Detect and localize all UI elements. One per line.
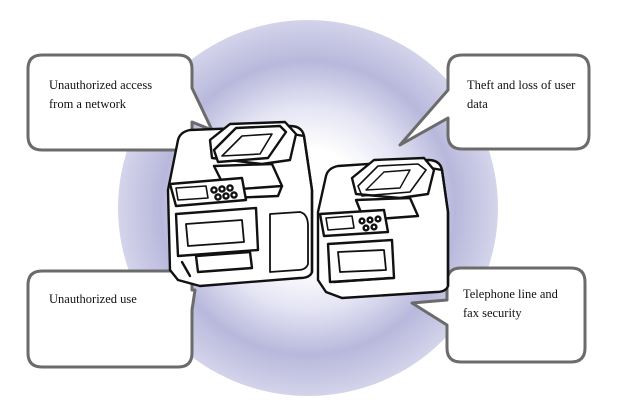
callout-data-theft: Theft and loss of user data (467, 78, 576, 111)
callout-fax-security: Telephone line and fax security (463, 287, 558, 320)
callout-network-access: Unauthorized access from a network (49, 78, 153, 111)
callout-bubble-unauthorized-use (26, 269, 197, 369)
printer-right-icon (316, 156, 450, 300)
printer-left-icon (166, 120, 314, 288)
callout-bubble-data-theft (398, 53, 591, 151)
callout-unauthorized-use: Unauthorized use (49, 292, 137, 306)
